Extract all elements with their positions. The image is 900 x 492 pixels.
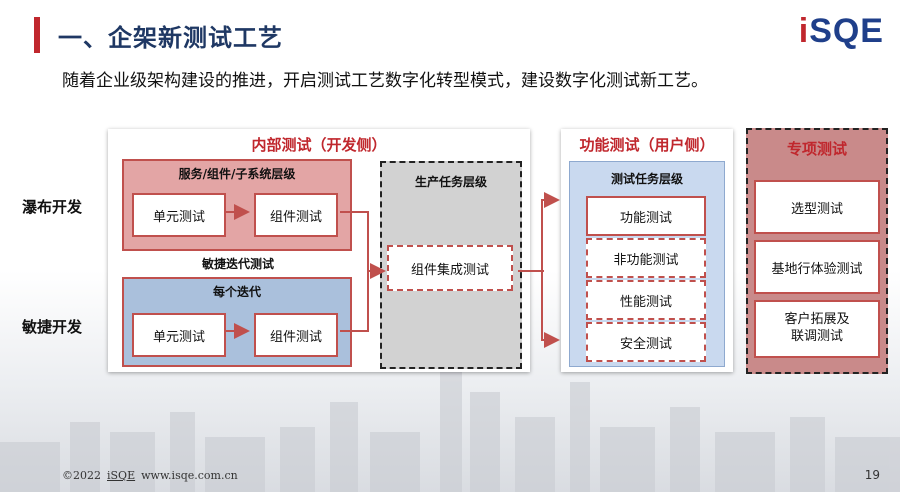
test-task-level-group: 测试任务层级 功能测试 非功能测试 性能测试 安全测试 — [569, 161, 725, 367]
customer-integration-test-box: 客户拓展及 联调测试 — [754, 300, 880, 358]
waterfall-component-test-box: 组件测试 — [254, 193, 338, 237]
arrow-integration-to-functional-lower — [541, 271, 560, 348]
row-label-agile: 敏捷开发 — [22, 318, 83, 336]
selection-test-box: 选型测试 — [754, 180, 880, 234]
arrow-waterfall-to-integration — [340, 211, 386, 279]
slide-title: 一、企架新测试工艺 — [58, 24, 283, 52]
special-testing-panel: 专项测试 选型测试 基地行体验测试 客户拓展及 联调测试 — [746, 128, 888, 374]
agile-iteration-group: 每个迭代 单元测试 组件测试 — [122, 277, 352, 367]
agile-iteration-caption: 敏捷迭代测试 — [202, 257, 275, 271]
footer-copyright: ©2022 — [62, 469, 101, 482]
production-task-level-group: 生产任务层级 组件集成测试 — [380, 161, 522, 369]
footer: ©2022 iSQE www.isqe.com.cn — [62, 469, 238, 482]
functional-testing-panel: 功能测试（用户侧） 测试任务层级 功能测试 非功能测试 性能测试 安全测试 — [561, 129, 733, 372]
production-task-level-title: 生产任务层级 — [414, 175, 487, 189]
arrow-integration-to-functional — [518, 192, 560, 272]
test-task-level-title: 测试任务层级 — [610, 172, 683, 186]
internal-testing-title: 内部测试（开发侧） — [251, 136, 387, 154]
slide-subtitle: 随着企业级架构建设的推进，开启测试工艺数字化转型模式，建设数字化测试新工艺。 — [62, 71, 708, 91]
functional-test-box: 功能测试 — [586, 196, 706, 236]
footer-brand: iSQE — [107, 469, 136, 482]
waterfall-group-title: 服务/组件/子系统层级 — [178, 167, 296, 181]
functional-testing-title: 功能测试（用户侧） — [579, 136, 715, 154]
skyline-background — [0, 372, 900, 492]
internal-testing-panel: 内部测试（开发侧） 服务/组件/子系统层级 单元测试 组件测试 敏捷迭代测试 每… — [108, 129, 530, 372]
isqe-logo: iSQE — [798, 12, 884, 50]
page-number: 19 — [864, 468, 880, 482]
security-test-box: 安全测试 — [586, 322, 706, 362]
arrow-agile-to-integration — [340, 271, 369, 332]
waterfall-unit-test-box: 单元测试 — [132, 193, 226, 237]
agile-iteration-group-title: 每个迭代 — [212, 285, 261, 299]
base-experience-test-box: 基地行体验测试 — [754, 240, 880, 294]
agile-component-test-box: 组件测试 — [254, 313, 338, 357]
title-accent-bar — [34, 17, 40, 53]
non-functional-test-box: 非功能测试 — [586, 238, 706, 278]
special-testing-title: 专项测试 — [786, 140, 847, 158]
agile-unit-test-box: 单元测试 — [132, 313, 226, 357]
row-label-waterfall: 瀑布开发 — [22, 198, 83, 216]
component-integration-test-box: 组件集成测试 — [387, 245, 513, 291]
footer-url[interactable]: www.isqe.com.cn — [141, 469, 238, 482]
performance-test-box: 性能测试 — [586, 280, 706, 320]
